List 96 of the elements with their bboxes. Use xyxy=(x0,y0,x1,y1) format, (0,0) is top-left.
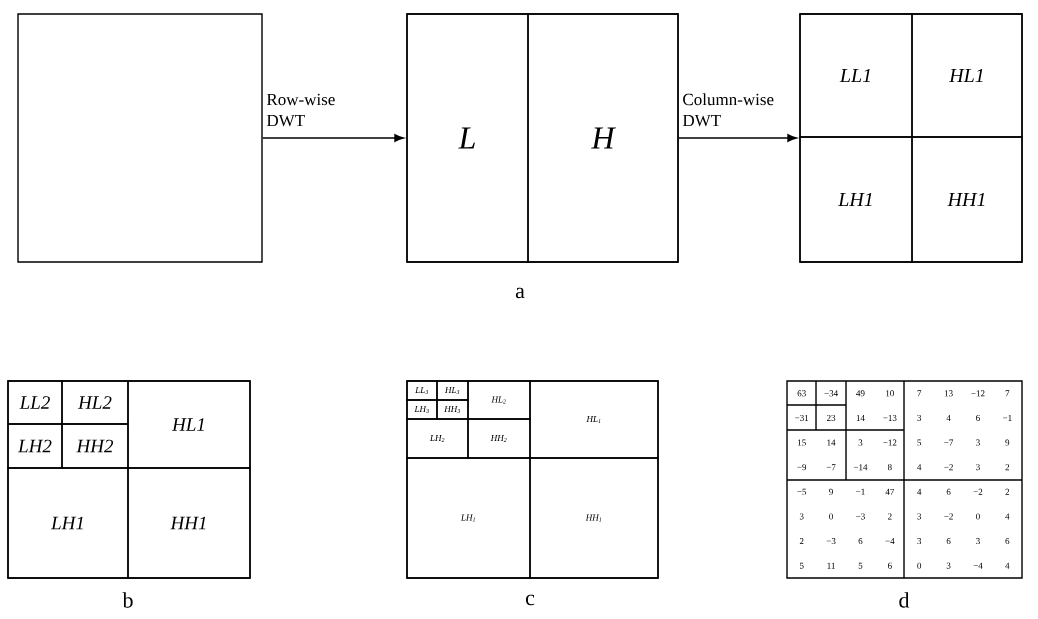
cell-box: HH$_{2}$ xyxy=(467,418,531,459)
cell-value: −12 xyxy=(883,439,897,446)
cell-value: −5 xyxy=(797,488,807,495)
cell-value: 6 xyxy=(887,562,892,569)
cell-box: HH$_{3}$ xyxy=(436,399,469,420)
cell-value: −9 xyxy=(797,464,807,471)
arrow xyxy=(677,134,797,142)
cell-value: −12 xyxy=(971,390,985,397)
cell-value: 3 xyxy=(917,538,922,545)
cell-box: LL$_{3}$ xyxy=(406,380,438,401)
cell-value: 4 xyxy=(1005,513,1010,520)
cell-value: 6 xyxy=(946,488,951,495)
cell-value: −14 xyxy=(853,464,868,471)
cell-value: 6 xyxy=(946,538,951,545)
cell-value: 3 xyxy=(799,513,804,520)
cell-value: 49 xyxy=(856,390,865,397)
arrow xyxy=(261,134,404,142)
cell-value: −1 xyxy=(1003,414,1012,421)
cell-value: 3 xyxy=(976,439,980,446)
cell-value: 2 xyxy=(1005,464,1010,471)
cell-value: −31 xyxy=(795,414,809,421)
cell-box: HL2 xyxy=(61,380,129,425)
cell-value: −4 xyxy=(885,538,895,545)
cell-value: 4 xyxy=(917,464,922,471)
cell-value: 9 xyxy=(829,488,833,495)
cell-box: HH1 xyxy=(911,136,1023,263)
cell-value: 8 xyxy=(887,464,892,471)
cell-box: LL2 xyxy=(7,380,63,425)
cell-value: −2 xyxy=(944,513,953,520)
cell-value: 63 xyxy=(797,390,806,397)
cell-box: L xyxy=(406,13,529,263)
cell-value: 4 xyxy=(946,415,951,421)
cell-box: HH2 xyxy=(61,423,129,469)
cell-value: 6 xyxy=(1005,538,1010,545)
cell-value: 47 xyxy=(885,488,895,495)
cell-box: HL1 xyxy=(911,13,1023,138)
cell-box: HL$_{1}$ xyxy=(529,380,659,459)
cell-value: 3 xyxy=(946,562,951,569)
cell-box: LH$_{2}$ xyxy=(406,418,469,459)
cell-box: LH2 xyxy=(7,423,63,469)
cell-value: 4 xyxy=(1005,562,1010,569)
cell-value: 6 xyxy=(858,538,863,545)
cell-value: 0 xyxy=(976,513,980,520)
caption: c xyxy=(525,594,535,606)
cell-value: 5 xyxy=(799,562,804,569)
cell-value: 7 xyxy=(917,390,922,397)
cell-box: HL1 xyxy=(127,380,251,469)
cell-box: LH1 xyxy=(7,467,129,579)
cell-value: 23 xyxy=(826,414,836,421)
caption: a xyxy=(515,287,525,299)
cell-value: −3 xyxy=(826,538,836,545)
cell-box: LH1 xyxy=(799,136,913,263)
cell-value: 15 xyxy=(798,439,806,446)
cell-value: 5 xyxy=(917,439,922,446)
outer-box xyxy=(17,13,263,263)
cell-value: 13 xyxy=(944,390,953,397)
cell-value: −3 xyxy=(856,513,865,520)
caption: d xyxy=(899,592,910,608)
cell-value: 6 xyxy=(976,414,980,421)
cell-value: 0 xyxy=(917,562,922,569)
edge-label: Column-wise DWT xyxy=(682,93,774,127)
cell-box: HH1 xyxy=(127,467,251,579)
cell-value: 7 xyxy=(1005,390,1010,397)
cell-value: −13 xyxy=(883,414,897,421)
cell-value: 0 xyxy=(829,513,833,520)
cell-value: −7 xyxy=(944,439,954,446)
cell-value: −34 xyxy=(824,390,838,397)
cell-box: HH$_{1}$ xyxy=(529,457,659,579)
cell-value: 3 xyxy=(917,513,922,520)
cell-box: LL1 xyxy=(799,13,913,138)
cell-value: 2 xyxy=(1005,488,1010,495)
cell-value: 3 xyxy=(976,464,980,471)
cell-value: 4 xyxy=(917,488,922,495)
cell-value: −4 xyxy=(973,562,983,569)
cell-value: 3 xyxy=(858,439,863,446)
cell-value: −2 xyxy=(944,464,953,471)
cell-box: H xyxy=(527,13,679,263)
cell-value: −2 xyxy=(973,488,983,495)
cell-value: 5 xyxy=(858,562,863,569)
cell-value: 2 xyxy=(887,513,892,520)
cell-value: 9 xyxy=(1005,439,1010,446)
cell-value: 14 xyxy=(856,414,865,421)
cell-value: 2 xyxy=(799,538,804,545)
cell-value: 14 xyxy=(827,439,836,446)
cell-value: 10 xyxy=(886,390,894,397)
cell-value: 3 xyxy=(976,538,980,545)
caption: b xyxy=(122,592,133,608)
cell-value: 3 xyxy=(917,414,922,421)
cell-value: −1 xyxy=(856,488,865,495)
edge-label: Row-wise DWT xyxy=(266,93,335,127)
cell-box: LH$_{1}$ xyxy=(406,457,531,579)
cell-box: HL$_{2}$ xyxy=(467,380,531,420)
cell-value: −7 xyxy=(826,464,836,471)
cell-box: LH$_{3}$ xyxy=(406,399,438,420)
cell-box: HL$_{3}$ xyxy=(436,380,469,401)
cell-value: 11 xyxy=(827,562,835,569)
